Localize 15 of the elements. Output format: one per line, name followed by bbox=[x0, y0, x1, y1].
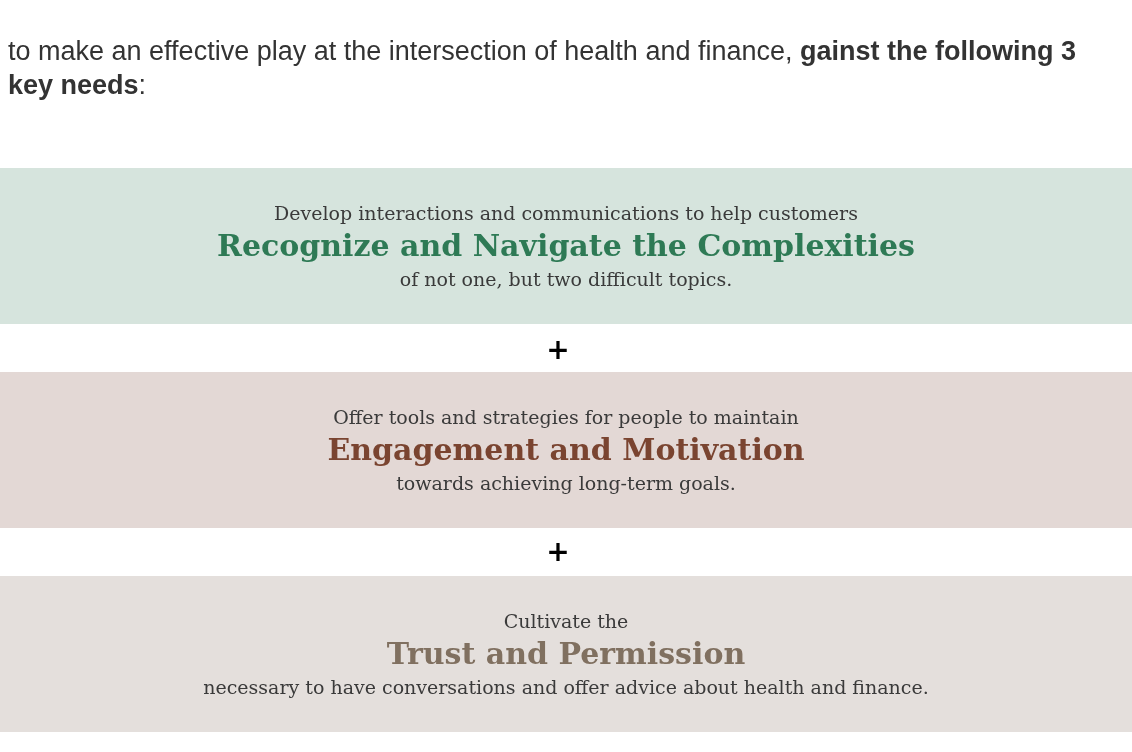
band-text: of not one, but two difficult topics. bbox=[399, 267, 733, 292]
plus-sign: + bbox=[546, 336, 570, 364]
band-panel bbox=[0, 576, 1132, 732]
band-text: necessary to have conversations and offer advice about health and finance. bbox=[203, 675, 929, 700]
band-panel bbox=[0, 168, 1132, 324]
plus-sign: + bbox=[546, 538, 570, 566]
band-heading: Engagement and Motivation bbox=[327, 431, 805, 469]
intro-text: Develop interactions and communications to help customers bbox=[274, 201, 858, 226]
band-heading: Recognize and Navigate the Complexities bbox=[217, 227, 915, 265]
band-text: towards achieving long-term goals. bbox=[396, 471, 736, 496]
band-panel bbox=[0, 372, 1132, 528]
intro-text: Offer tools and strategies for people to maintain bbox=[333, 405, 799, 430]
intro-text: Cultivate the bbox=[503, 609, 629, 634]
band-heading: Trust and Permission bbox=[386, 635, 746, 673]
heading-text: to make an effective play at the intersection of health and finance, gainst the following 3 key needs: bbox=[8, 35, 1077, 102]
